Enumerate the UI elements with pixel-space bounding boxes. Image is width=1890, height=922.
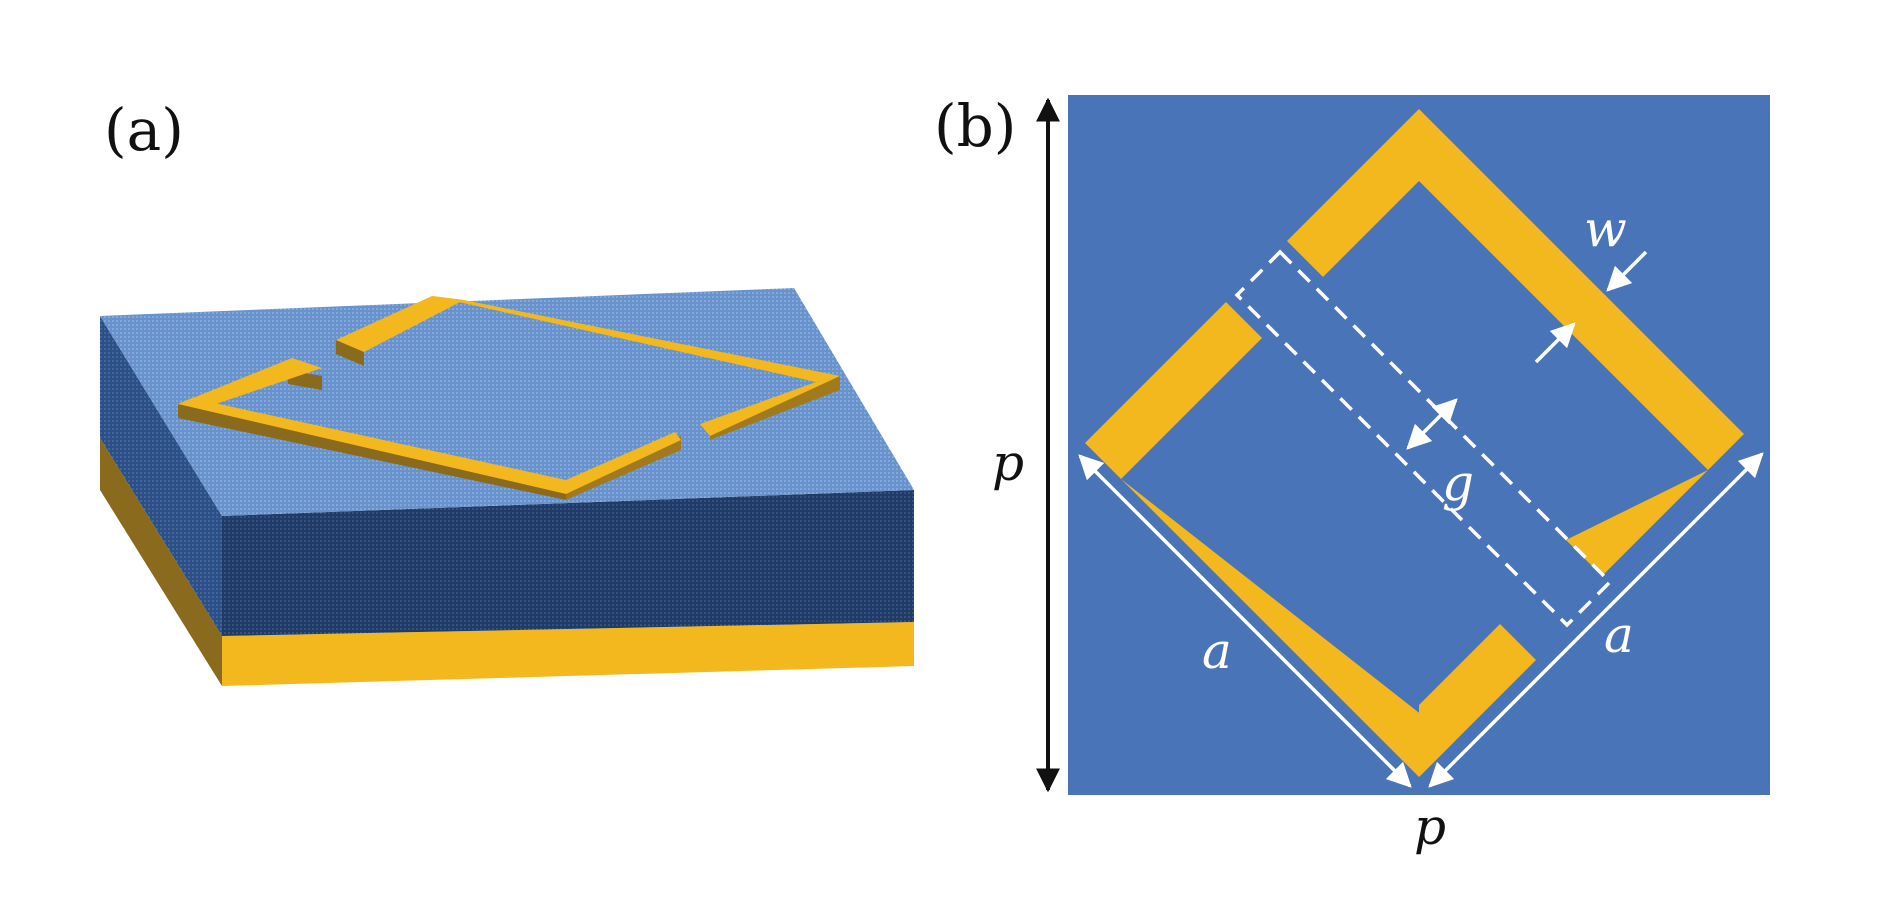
substrate-side: [100, 316, 222, 636]
ground-plane-side: [100, 438, 222, 686]
a-left-arrow: [1078, 454, 1412, 788]
g-arrow: [1406, 398, 1458, 450]
unit-cell: [1068, 95, 1770, 795]
substrate-top: [100, 288, 914, 516]
p-horizontal-label: p: [1414, 798, 1446, 856]
resonator-3d: [178, 296, 840, 500]
ground-plane-front: [222, 622, 914, 686]
panel-a: (a): [100, 96, 914, 686]
g-label: g: [1442, 454, 1474, 512]
p-vertical-label: p: [992, 434, 1024, 492]
substrate-front: [222, 490, 914, 636]
w-label: w: [1584, 200, 1627, 258]
a-left-label: a: [1202, 622, 1232, 680]
a-right-arrow: [1428, 452, 1764, 788]
w-arrow-inner: [1534, 322, 1576, 364]
a-right-label: a: [1604, 606, 1634, 664]
panel-b-label: (b): [934, 92, 1016, 160]
w-arrow-outer: [1606, 250, 1648, 292]
panel-b: (b) p p a a w g: [934, 92, 1770, 856]
panel-a-label: (a): [104, 96, 184, 164]
